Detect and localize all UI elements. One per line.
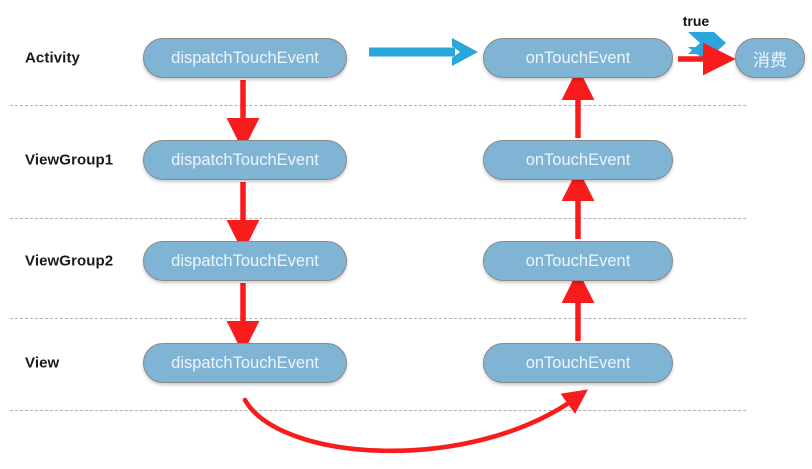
layer-label-viewgroup2: ViewGroup2 (25, 252, 114, 270)
node-ontouch-activity[interactable]: onTouchEvent (483, 38, 673, 78)
divider-viewgroup1-viewgroup2 (10, 218, 746, 219)
node-dispatch-activity[interactable]: dispatchTouchEvent (143, 38, 347, 78)
divider-viewgroup2-view (10, 318, 746, 319)
divider-below-view (10, 410, 746, 411)
layer-label-viewgroup1: ViewGroup1 (25, 151, 114, 169)
node-dispatch-viewgroup2[interactable]: dispatchTouchEvent (143, 241, 347, 281)
node-ontouch-viewgroup1[interactable]: onTouchEvent (483, 140, 673, 180)
node-ontouch-viewgroup2[interactable]: onTouchEvent (483, 241, 673, 281)
node-consume[interactable]: 消费 (735, 38, 805, 78)
node-ontouch-view[interactable]: onTouchEvent (483, 343, 673, 383)
layer-label-view: View (25, 354, 60, 372)
node-dispatch-view[interactable]: dispatchTouchEvent (143, 343, 347, 383)
edge-label-true: true (682, 13, 710, 29)
layer-label-activity: Activity (25, 49, 80, 67)
curved-arrow-view-dispatch-to-ontouch (242, 389, 588, 454)
node-dispatch-viewgroup1[interactable]: dispatchTouchEvent (143, 140, 347, 180)
divider-activity-viewgroup1 (10, 105, 746, 106)
blue-arrow-dispatch-to-ontouch (369, 38, 478, 66)
blue-chevron-true (688, 32, 726, 58)
